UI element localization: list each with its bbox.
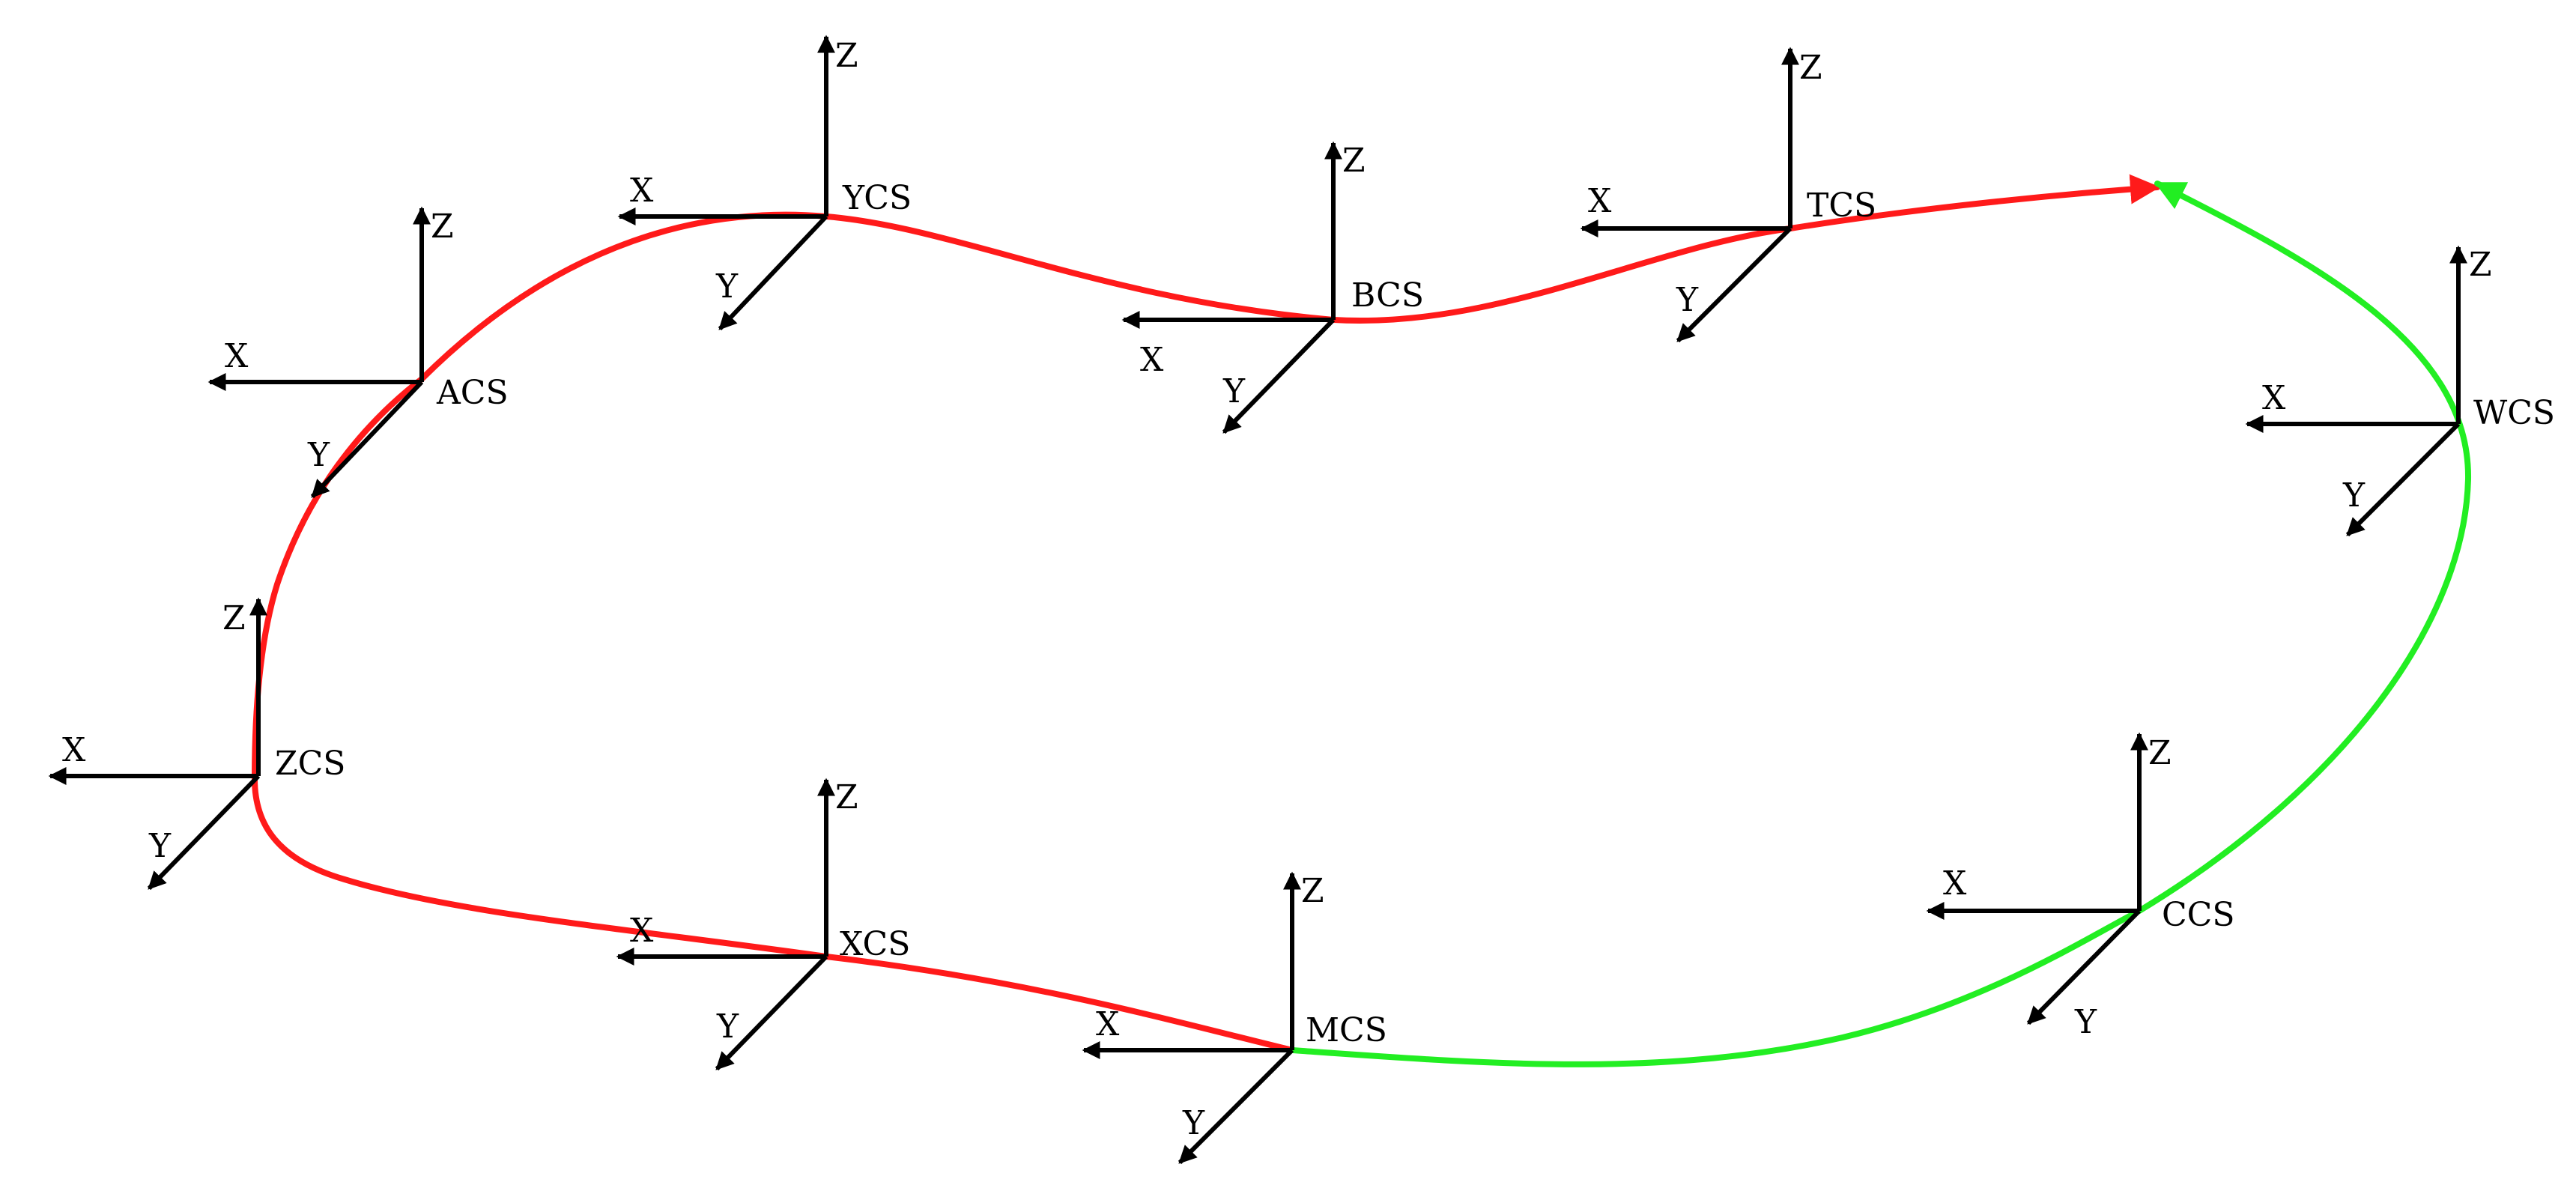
frame-bcs: Z X Y BCS bbox=[1121, 141, 1424, 434]
frame-name: YCS bbox=[842, 179, 912, 217]
y-axis bbox=[2345, 422, 2461, 537]
frame-ycs: Z X Y YCS bbox=[617, 34, 912, 331]
frame-acs: Z X Y ACS bbox=[207, 206, 509, 499]
frame-name: TCS bbox=[1807, 187, 1876, 225]
y-label: Y bbox=[1676, 281, 1699, 319]
x-label: X bbox=[1096, 1005, 1120, 1043]
frame-ccs: Z X Y CCS bbox=[1926, 732, 2234, 1041]
frame-name: MCS bbox=[1306, 1011, 1387, 1049]
y-axis bbox=[715, 954, 828, 1071]
y-axis bbox=[1222, 318, 1336, 434]
frame-name: XCS bbox=[840, 925, 910, 963]
red-trajectory bbox=[252, 174, 2160, 1053]
z-label: Z bbox=[1799, 49, 1822, 87]
y-axis bbox=[718, 214, 828, 331]
y-label: Y bbox=[307, 436, 330, 474]
x-label: X bbox=[630, 912, 654, 950]
x-label: X bbox=[62, 731, 86, 769]
y-axis bbox=[310, 380, 424, 499]
frame-name: ZCS bbox=[275, 745, 345, 783]
z-label: Z bbox=[2469, 246, 2492, 284]
z-label: Z bbox=[1342, 142, 1366, 180]
z-label: Z bbox=[835, 778, 858, 816]
x-label: X bbox=[1140, 341, 1164, 379]
frame-name: ACS bbox=[436, 374, 509, 412]
y-label: Y bbox=[716, 1007, 739, 1046]
frame-xcs: Z X Y XCS bbox=[616, 778, 910, 1071]
frame-wcs: Z X Y WCS bbox=[2245, 245, 2555, 537]
frame-name: BCS bbox=[1351, 276, 1424, 315]
frame-zcs: Z X Y ZCS bbox=[48, 597, 345, 891]
y-label: Y bbox=[1182, 1104, 1205, 1142]
y-axis bbox=[1676, 226, 1792, 343]
green-trajectory bbox=[1289, 181, 2472, 1067]
z-label: Z bbox=[431, 207, 454, 246]
z-label: Z bbox=[2148, 734, 2172, 772]
frame-name: WCS bbox=[2473, 394, 2555, 432]
x-label: X bbox=[630, 172, 654, 210]
z-label: Z bbox=[1301, 872, 1324, 910]
y-axis bbox=[1178, 1048, 1294, 1165]
y-axis bbox=[2026, 909, 2142, 1025]
frame-name: CCS bbox=[2162, 896, 2234, 934]
z-label: Z bbox=[222, 599, 246, 637]
y-label: Y bbox=[2342, 476, 2366, 515]
y-label: Y bbox=[715, 267, 739, 306]
x-label: X bbox=[225, 337, 249, 375]
x-label: X bbox=[1588, 182, 1612, 220]
y-label: Y bbox=[2074, 1003, 2097, 1041]
x-label: X bbox=[1943, 864, 1967, 903]
z-label: Z bbox=[835, 37, 858, 75]
x-label: X bbox=[2262, 379, 2286, 417]
frame-tcs: Z X Y TCS bbox=[1580, 46, 1876, 343]
y-axis bbox=[147, 774, 261, 891]
frame-mcs: Z X Y MCS bbox=[1082, 871, 1387, 1165]
y-label: Y bbox=[148, 827, 172, 865]
y-label: Y bbox=[1222, 372, 1246, 410]
